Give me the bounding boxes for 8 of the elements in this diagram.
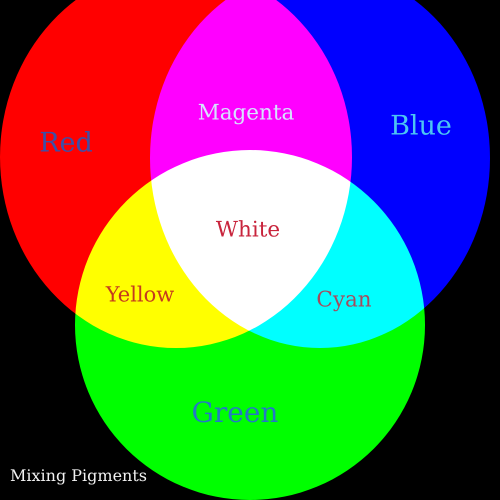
region-label: Yellow — [106, 284, 174, 306]
region-label: White — [216, 219, 280, 241]
circle-label: Green — [192, 399, 278, 427]
region-label: Magenta — [198, 102, 294, 124]
circle-label: Red — [39, 130, 93, 156]
circle-label: Blue — [390, 112, 452, 140]
region-label: Cyan — [316, 289, 372, 311]
diagram-caption: Mixing Pigments — [10, 467, 147, 485]
